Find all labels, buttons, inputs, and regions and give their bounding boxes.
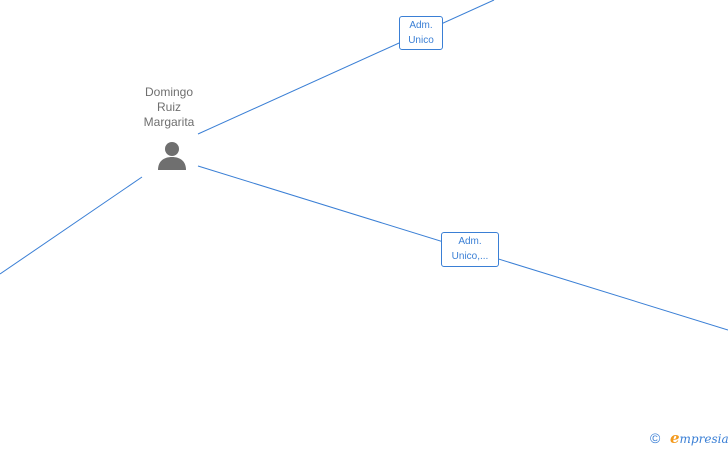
person-icon[interactable] xyxy=(156,141,188,171)
edge-to-upper-right xyxy=(197,0,495,135)
edge-to-lower-left xyxy=(0,176,143,275)
person-name-line-2: Ruiz xyxy=(156,100,181,114)
person-node-label[interactable]: Domingo Ruiz Margarita xyxy=(129,85,209,130)
relation-label-adm-unico-truncated[interactable]: Adm. Unico,... xyxy=(441,232,499,267)
person-name-line-1: Domingo xyxy=(144,85,194,99)
brand-logo-text: mpresia xyxy=(679,432,728,446)
brand-logo: empresia xyxy=(670,430,728,447)
relation-label-line-1: Adm. xyxy=(409,20,433,31)
relation-label-line-2: Unico xyxy=(408,35,434,46)
brand-logo-initial: e xyxy=(670,429,680,447)
copyright-icon: © xyxy=(650,430,661,446)
relation-label-line-1: Adm. xyxy=(458,236,482,247)
person-name-line-3: Margarita xyxy=(143,115,195,129)
relation-label-adm-unico[interactable]: Adm. Unico xyxy=(399,16,443,50)
relation-label-line-2: Unico,... xyxy=(451,251,489,262)
